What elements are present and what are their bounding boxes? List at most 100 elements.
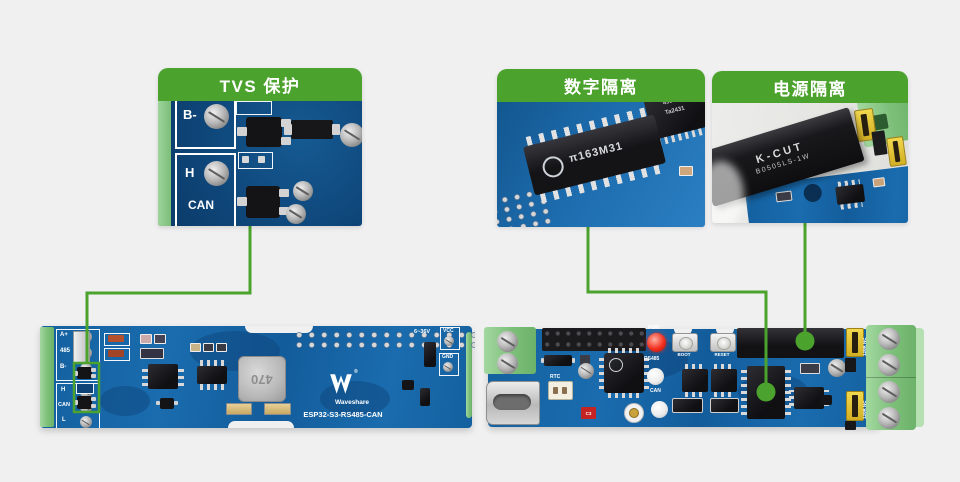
capacitor bbox=[73, 331, 90, 363]
terminal-label-h: H bbox=[185, 165, 195, 180]
screw-hole bbox=[80, 416, 92, 428]
left-board-photo: A+ 485 B- H CAN L bbox=[40, 326, 475, 428]
resistor bbox=[108, 335, 124, 342]
callout-title: 数字隔离 bbox=[497, 69, 705, 102]
brand-text: Waveshare bbox=[334, 399, 370, 406]
jumper-pin-cap bbox=[845, 421, 856, 430]
terminal-label-l: L bbox=[62, 417, 66, 423]
solder-pad bbox=[286, 204, 306, 224]
terminal-label-can: CAN bbox=[58, 402, 70, 408]
pcb-trace bbox=[100, 386, 150, 416]
callout-tvs-protection: TVS 保护 B- H CAN bbox=[158, 68, 362, 226]
smd-component bbox=[190, 343, 201, 352]
power-led bbox=[647, 333, 666, 352]
terminal-label-b-minus: B- bbox=[183, 107, 197, 122]
callout-title: TVS 保护 bbox=[158, 68, 362, 101]
smd-component bbox=[140, 334, 152, 344]
can-transceiver-chip bbox=[711, 364, 737, 397]
rs485-led-label: RS485 bbox=[644, 356, 660, 362]
can-led-label: CAN bbox=[650, 388, 661, 394]
terminal-label-485: 485 bbox=[60, 348, 71, 354]
callout-power-isolation: 电源隔离 K-CUT B0505LS-1W bbox=[712, 71, 908, 223]
sot23-transistor bbox=[402, 380, 414, 390]
capacitor bbox=[226, 403, 252, 415]
termination-jumper bbox=[846, 328, 864, 357]
terminal-screw bbox=[878, 407, 900, 429]
digital-isolator-chip bbox=[741, 366, 791, 419]
smd-component bbox=[140, 348, 164, 359]
resistor bbox=[108, 350, 124, 357]
rtc-battery-connector bbox=[548, 381, 573, 400]
vcc-silk bbox=[440, 327, 460, 350]
silk-box bbox=[175, 101, 236, 149]
voltage-range-label: 6~36V bbox=[414, 329, 431, 335]
pwr-led-label: PWR bbox=[648, 325, 660, 331]
c3-component: C3 bbox=[581, 407, 596, 419]
callout-title: 电源隔离 bbox=[712, 71, 908, 103]
diode bbox=[424, 342, 436, 367]
isolator-marking: π163M31 bbox=[567, 140, 625, 166]
rtc-label: RTC bbox=[550, 374, 561, 380]
tvs-diode bbox=[73, 396, 96, 409]
silk-box bbox=[175, 153, 236, 226]
digital-isolator-chip: π163M31 bbox=[522, 106, 667, 204]
corner-chip-marking: Ta2431 bbox=[664, 105, 686, 117]
terminal-screw bbox=[878, 354, 900, 376]
solder-pad bbox=[340, 123, 362, 147]
reset-button bbox=[710, 333, 736, 352]
diode bbox=[284, 120, 340, 139]
terminal-screw bbox=[497, 331, 518, 352]
tvs-diode bbox=[237, 117, 291, 147]
solder-pad bbox=[293, 181, 313, 201]
terminal-label-b-minus: B- bbox=[60, 364, 67, 370]
usb-c-port bbox=[486, 381, 540, 425]
sot23-transistor bbox=[820, 395, 832, 405]
mounting-pad bbox=[578, 363, 594, 379]
right-board-photo: RTC PWR RS485 CAN C3 BOOT RESET bbox=[484, 325, 924, 431]
gnd-label: GND bbox=[442, 354, 454, 360]
left-terminal-block bbox=[484, 327, 536, 374]
terminal-edge bbox=[158, 101, 171, 226]
tvs-zoom-photo: B- H CAN bbox=[158, 101, 362, 226]
capacitor bbox=[264, 403, 291, 415]
reset-button-label: RESET bbox=[714, 352, 730, 357]
smd-pads bbox=[76, 383, 94, 394]
smd-component bbox=[580, 355, 590, 365]
sot23-transistor bbox=[156, 398, 178, 409]
pcb-trace bbox=[320, 381, 390, 416]
right-terminal-block bbox=[866, 325, 916, 430]
mounting-pad bbox=[828, 359, 846, 377]
smd-array bbox=[672, 398, 703, 413]
smd-component bbox=[216, 343, 227, 352]
smd-pads bbox=[238, 152, 273, 169]
digital-isolation-zoom-photo: 459AB7 Ta2431 π163M31 bbox=[497, 102, 705, 227]
tvs-diode bbox=[73, 367, 96, 379]
c3-label: C3 bbox=[585, 410, 592, 416]
screw-pad bbox=[204, 104, 229, 129]
diode bbox=[541, 355, 575, 366]
esp32-s3-chip bbox=[599, 348, 649, 398]
terminal-side-face bbox=[916, 328, 924, 427]
soic8-chip bbox=[142, 364, 184, 389]
rs485-led bbox=[647, 368, 664, 385]
terminal-label-a-plus: A+ bbox=[60, 332, 68, 338]
power-isolation-zoom-photo: K-CUT B0505LS-1W bbox=[712, 103, 908, 223]
isolated-power-module bbox=[737, 328, 844, 358]
inductor-marking: 470 bbox=[251, 371, 273, 387]
terminal-screw bbox=[878, 381, 900, 403]
right-terminal-edge bbox=[466, 332, 472, 418]
gnd-silk bbox=[439, 353, 459, 376]
vcc-label: VCC bbox=[443, 328, 454, 334]
ufl-antenna-connector bbox=[624, 403, 644, 423]
soic8-chip bbox=[197, 360, 227, 390]
board-notch bbox=[245, 326, 313, 333]
vcc-pad bbox=[444, 336, 454, 346]
smd-capacitor bbox=[679, 166, 693, 176]
terminal-label-can: CAN bbox=[188, 198, 214, 212]
terminal-screw bbox=[497, 353, 518, 374]
termination-jumper bbox=[846, 391, 864, 421]
waveshare-logo-icon bbox=[330, 374, 352, 394]
model-text: ESP32-S3-RS485-CAN bbox=[303, 410, 383, 419]
board-notch bbox=[228, 421, 294, 428]
